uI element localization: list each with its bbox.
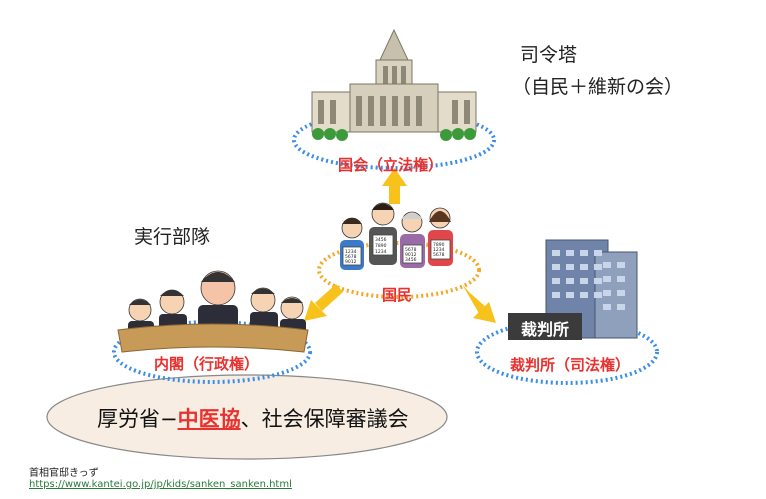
- svg-text:1234: 1234: [345, 249, 357, 255]
- command-tower-parties: （自民＋維新の会）: [512, 76, 684, 98]
- svg-text:1234: 1234: [375, 249, 387, 255]
- svg-text:9012: 9012: [405, 252, 417, 258]
- ministry-text: 厚労省−中医協、社会保障審議会: [97, 403, 409, 433]
- cabinet-label: 内閣（行政権）: [154, 355, 260, 373]
- court-sign-text: 裁判所: [520, 320, 569, 339]
- ministry-prefix: 厚労省−: [97, 407, 178, 431]
- svg-text:7890: 7890: [433, 242, 445, 248]
- svg-text:5678: 5678: [345, 254, 357, 260]
- svg-text:3456: 3456: [375, 237, 387, 243]
- court-label: 裁判所（司法権）: [510, 356, 631, 374]
- court-building-icon: [475, 239, 659, 385]
- command-tower-label: 司令塔: [520, 44, 578, 66]
- ministry-suffix: 、社会保障審議会: [240, 407, 409, 431]
- source-link[interactable]: https://www.kantei.go.jp/jp/kids/sanken_…: [29, 479, 292, 490]
- arrow-to-cabinet: [304, 284, 343, 321]
- execution-unit-label: 実行部隊: [134, 226, 211, 248]
- svg-text:1234: 1234: [433, 247, 445, 253]
- diet-building-icon: [292, 28, 496, 170]
- svg-text:5678: 5678: [433, 252, 445, 258]
- chuikyo-highlight: 中医協: [177, 407, 241, 431]
- diet-label: 国会（立法権）: [338, 156, 444, 174]
- svg-text:3456: 3456: [405, 257, 417, 263]
- citizens-label: 国民: [382, 286, 413, 304]
- source-name: 首相官邸きっず: [29, 468, 99, 479]
- svg-text:5678: 5678: [405, 247, 417, 253]
- arrow-to-diet: [382, 168, 407, 204]
- ministry-ellipse: [46, 374, 448, 460]
- cabinet-ministers-icon: [112, 270, 312, 384]
- svg-text:7890: 7890: [375, 243, 387, 249]
- arrow-to-court: [462, 284, 496, 323]
- svg-text:9012: 9012: [345, 259, 357, 265]
